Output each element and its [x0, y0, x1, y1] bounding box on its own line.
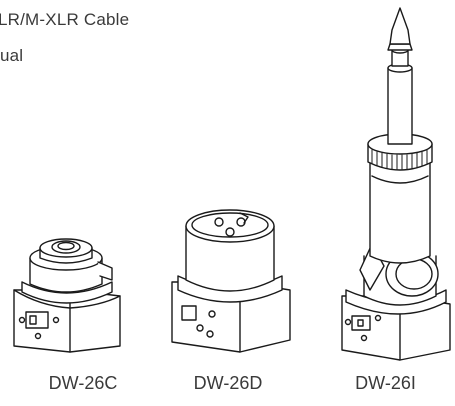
caption-dw-26c: DW-26C: [48, 373, 118, 393]
dw-26d-connector-drawing: [171, 209, 291, 353]
cable-description-text: LR/M-XLR Cable: [0, 10, 130, 29]
manual-text: ual: [0, 46, 24, 65]
dw-26i-connector-drawing: [341, 7, 451, 361]
caption-dw-26i: DW-26I: [355, 373, 416, 393]
caption-dw-26d: DW-26D: [193, 373, 263, 393]
dw-26c-connector-drawing: [13, 238, 121, 353]
